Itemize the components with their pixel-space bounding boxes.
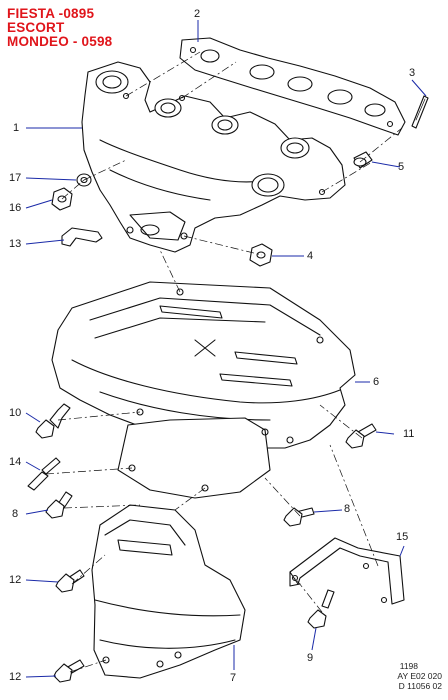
bolt-12-upper	[55, 569, 85, 593]
callout-2: 2	[194, 8, 201, 20]
model-line-mondeo: MONDEO - 0598	[7, 34, 113, 49]
callout-4: 4	[307, 250, 314, 262]
callout-12-lower: 12	[9, 671, 22, 683]
support-bracket-15	[289, 537, 405, 605]
footer-code: AY E02 020	[397, 671, 442, 681]
callout-7: 7	[230, 672, 237, 684]
callout-15: 15	[396, 531, 409, 543]
callout-9: 9	[307, 652, 314, 664]
callout-10: 10	[9, 407, 22, 419]
callout-6: 6	[373, 376, 380, 388]
manifold-gasket	[179, 37, 406, 136]
stud-14	[27, 457, 61, 491]
upper-heat-shield	[51, 281, 356, 449]
bolt-8-left	[45, 491, 73, 519]
footer-ref: D 11056 02	[398, 681, 442, 691]
callout-17: 17	[9, 172, 22, 184]
shield-lower-section	[117, 408, 271, 499]
bolt-12-lower	[53, 659, 85, 683]
manifold-stud	[411, 95, 429, 129]
assembly-centerlines	[45, 51, 403, 673]
callout-14: 14	[9, 456, 22, 468]
bolt-11	[345, 423, 377, 449]
heat-shield-clip-13	[61, 227, 103, 247]
callout-13: 13	[9, 238, 22, 250]
callout-8-left: 8	[12, 508, 19, 520]
bolt-10	[35, 403, 71, 439]
callout-11: 11	[403, 428, 415, 440]
callout-5: 5	[398, 161, 405, 173]
callout-1: 1	[13, 122, 20, 134]
callout-leaders	[25, 20, 427, 678]
callout-12-upper: 12	[9, 574, 22, 586]
bolt-8-right	[283, 507, 315, 527]
callout-8-right: 8	[344, 503, 351, 515]
nut-4	[249, 243, 273, 267]
callout-16: 16	[9, 202, 22, 214]
model-line-escort: ESCORT	[7, 20, 65, 35]
bolt-9	[307, 589, 335, 629]
exhaust-manifold	[81, 61, 346, 253]
callout-3: 3	[409, 67, 416, 79]
lower-heat-shield	[91, 504, 246, 679]
model-line-fiesta: FIESTA -0895	[7, 6, 95, 21]
footer-year: 1198	[399, 661, 418, 671]
